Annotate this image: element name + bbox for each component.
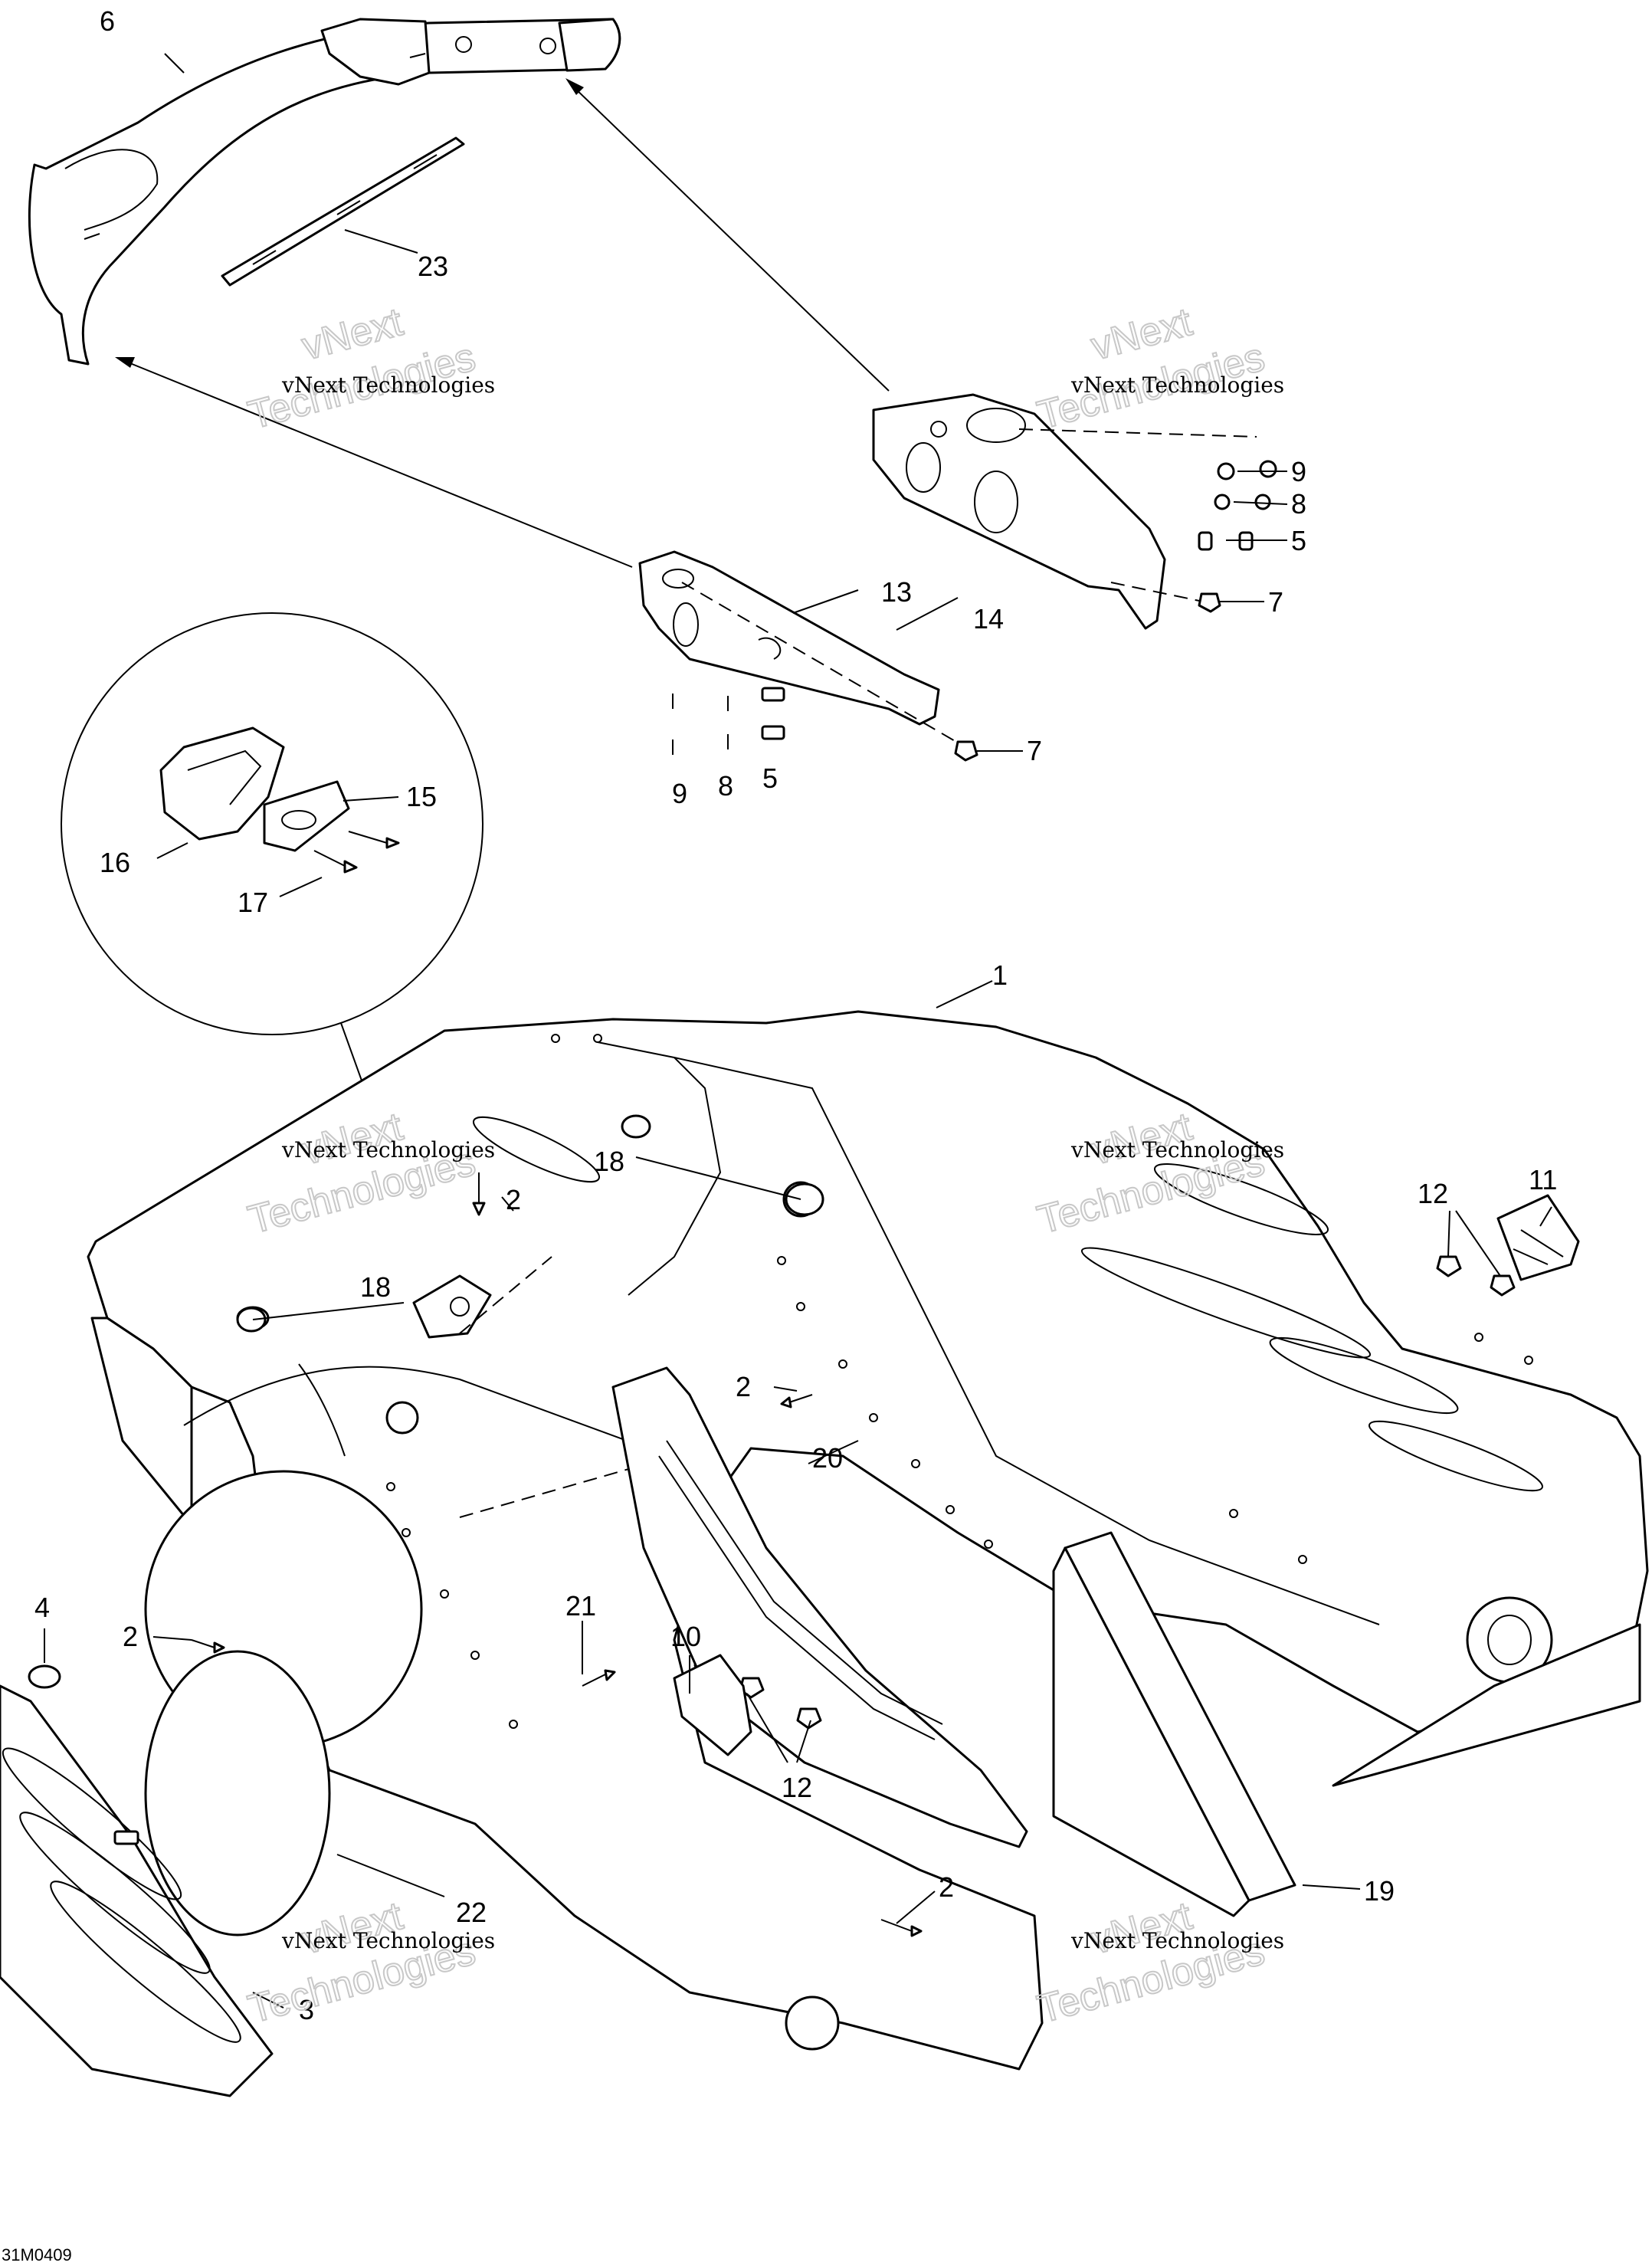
- part-1-belly-pan: [87, 1010, 1649, 2071]
- watermark-small: vNext Technologies: [281, 1137, 495, 1163]
- watermark-top-right: vNext Technologies vNext Technologies: [1032, 299, 1284, 439]
- callout-18-a: 18: [594, 1146, 624, 1177]
- callout-18-b: 18: [360, 1271, 391, 1303]
- callout-1: 1: [992, 959, 1008, 991]
- callout-6: 6: [100, 5, 115, 37]
- part-3-side-panel: [0, 1684, 274, 2097]
- rivets: [191, 1172, 923, 1937]
- callout-2-a: 2: [506, 1184, 521, 1215]
- watermark-small: vNext Technologies: [1070, 372, 1284, 398]
- watermark-bottom-right: vNext Technologies vNext Technologies: [1032, 1893, 1284, 2033]
- hardware-stack-right: [1198, 460, 1277, 613]
- callout-8-b: 8: [718, 770, 733, 802]
- callout-21: 21: [565, 1590, 596, 1622]
- callout-10: 10: [670, 1621, 701, 1652]
- watermark-small: vNext Technologies: [281, 372, 495, 398]
- callout-17: 17: [238, 887, 268, 918]
- callout-labels: 1 2 2 2 2 3 4 5 5 6 7 7 8 8 9 9 10 11 12…: [34, 5, 1557, 2025]
- leader-lines: [44, 53, 1552, 2009]
- part-6-rear-bumper: [28, 18, 621, 366]
- callout-4: 4: [34, 1592, 50, 1623]
- assembly-arrows: [115, 78, 890, 568]
- part-10-bracket: [673, 1654, 752, 1756]
- watermark-small: vNext Technologies: [1070, 1928, 1284, 1953]
- watermark-small: vNext Technologies: [1070, 1137, 1284, 1163]
- callout-2-d: 2: [939, 1871, 954, 1903]
- callout-7-b: 7: [1027, 735, 1042, 766]
- part-11-bracket: [1496, 1194, 1580, 1281]
- part-14-right-bracket: [872, 393, 1257, 630]
- callout-5-a: 5: [1291, 525, 1306, 556]
- watermark-small: vNext Technologies: [281, 1928, 495, 1953]
- callout-9-a: 9: [1291, 456, 1306, 487]
- callout-16: 16: [100, 847, 130, 878]
- detail-circle: [61, 612, 483, 1311]
- callout-12-b: 12: [782, 1772, 812, 1803]
- part-13-left-bracket: [638, 550, 966, 748]
- callout-8-a: 8: [1291, 488, 1306, 520]
- callout-9-b: 9: [672, 778, 687, 809]
- part-18-grommets: [236, 1182, 824, 1333]
- callout-3: 3: [299, 1994, 314, 2025]
- callout-13: 13: [881, 576, 912, 608]
- callout-23: 23: [418, 251, 448, 282]
- callout-11: 11: [1529, 1164, 1557, 1195]
- part-23-strip: [221, 136, 465, 287]
- figure-id: 31M0409: [2, 2245, 72, 2264]
- callout-2-b: 2: [736, 1371, 751, 1402]
- watermark-top-left: vNext Technologies vNext Technologies: [243, 299, 495, 439]
- callout-14: 14: [973, 603, 1004, 635]
- rivet-holes: [386, 1034, 1533, 1729]
- callout-20: 20: [812, 1442, 843, 1474]
- callout-2-c: 2: [123, 1621, 138, 1652]
- part-4-grommet: [28, 1664, 61, 1689]
- callout-7-a: 7: [1268, 586, 1283, 618]
- callout-19: 19: [1364, 1875, 1395, 1907]
- callout-5-b: 5: [762, 762, 778, 794]
- part-19-pad: [1052, 1531, 1296, 1917]
- callout-22: 22: [456, 1897, 487, 1928]
- callout-12-a: 12: [1418, 1178, 1448, 1209]
- callout-15: 15: [406, 781, 437, 812]
- hardware-stack-left: [672, 687, 978, 762]
- part-22-disc: [144, 1650, 331, 1936]
